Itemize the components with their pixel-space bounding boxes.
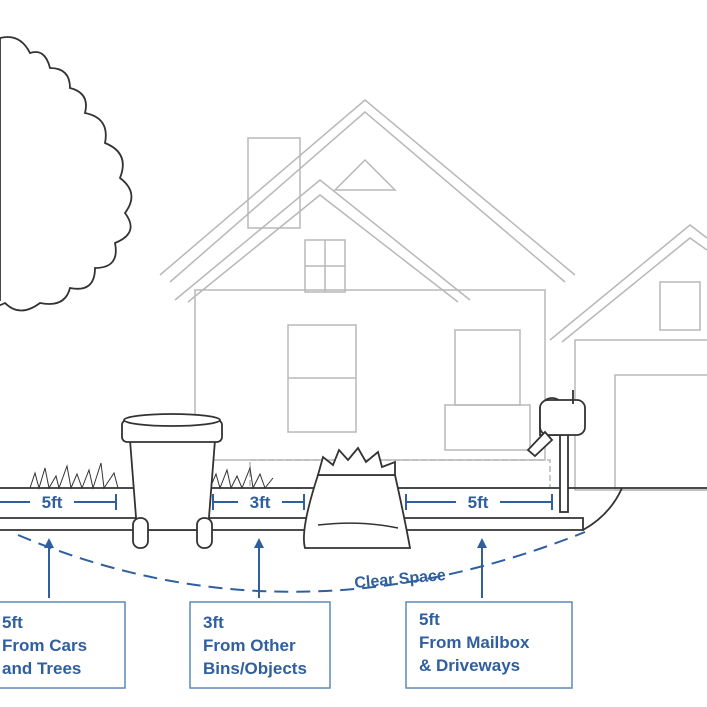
callout-distance: 5ft: [419, 610, 440, 629]
callout-text: & Driveways: [419, 656, 520, 675]
dimension-line-3: 5ft: [405, 493, 553, 512]
callout-text: From Other: [203, 636, 296, 655]
dimension-label: 5ft: [468, 493, 489, 512]
clear-space-arc: [17, 531, 586, 593]
house-illustration: [159, 99, 707, 491]
mailbox: [526, 390, 586, 513]
callout-distance: 5ft: [2, 613, 23, 632]
dimension-label: 5ft: [42, 493, 63, 512]
tree-illustration: [0, 36, 133, 312]
dimension-line-1: 5ft: [0, 493, 117, 512]
callout-mailbox-driveways: 5ft From Mailbox & Driveways: [405, 601, 573, 689]
callout-text: From Mailbox: [419, 633, 530, 652]
dimension-line-2: 3ft: [212, 493, 305, 512]
leaf-bag: [303, 446, 412, 549]
callout-cars-trees: 5ft From Cars and Trees: [0, 601, 126, 689]
callout-text: From Cars: [2, 636, 87, 655]
callout-text: and Trees: [2, 659, 81, 678]
arrows: [44, 538, 487, 598]
dimension-label: 3ft: [250, 493, 271, 512]
trash-bin: [121, 413, 223, 549]
callout-bins-objects: 3ft From Other Bins/Objects: [189, 601, 331, 689]
callout-distance: 3ft: [203, 613, 224, 632]
clear-space-label: Clear Space: [354, 567, 447, 592]
callout-text: Bins/Objects: [203, 659, 307, 678]
